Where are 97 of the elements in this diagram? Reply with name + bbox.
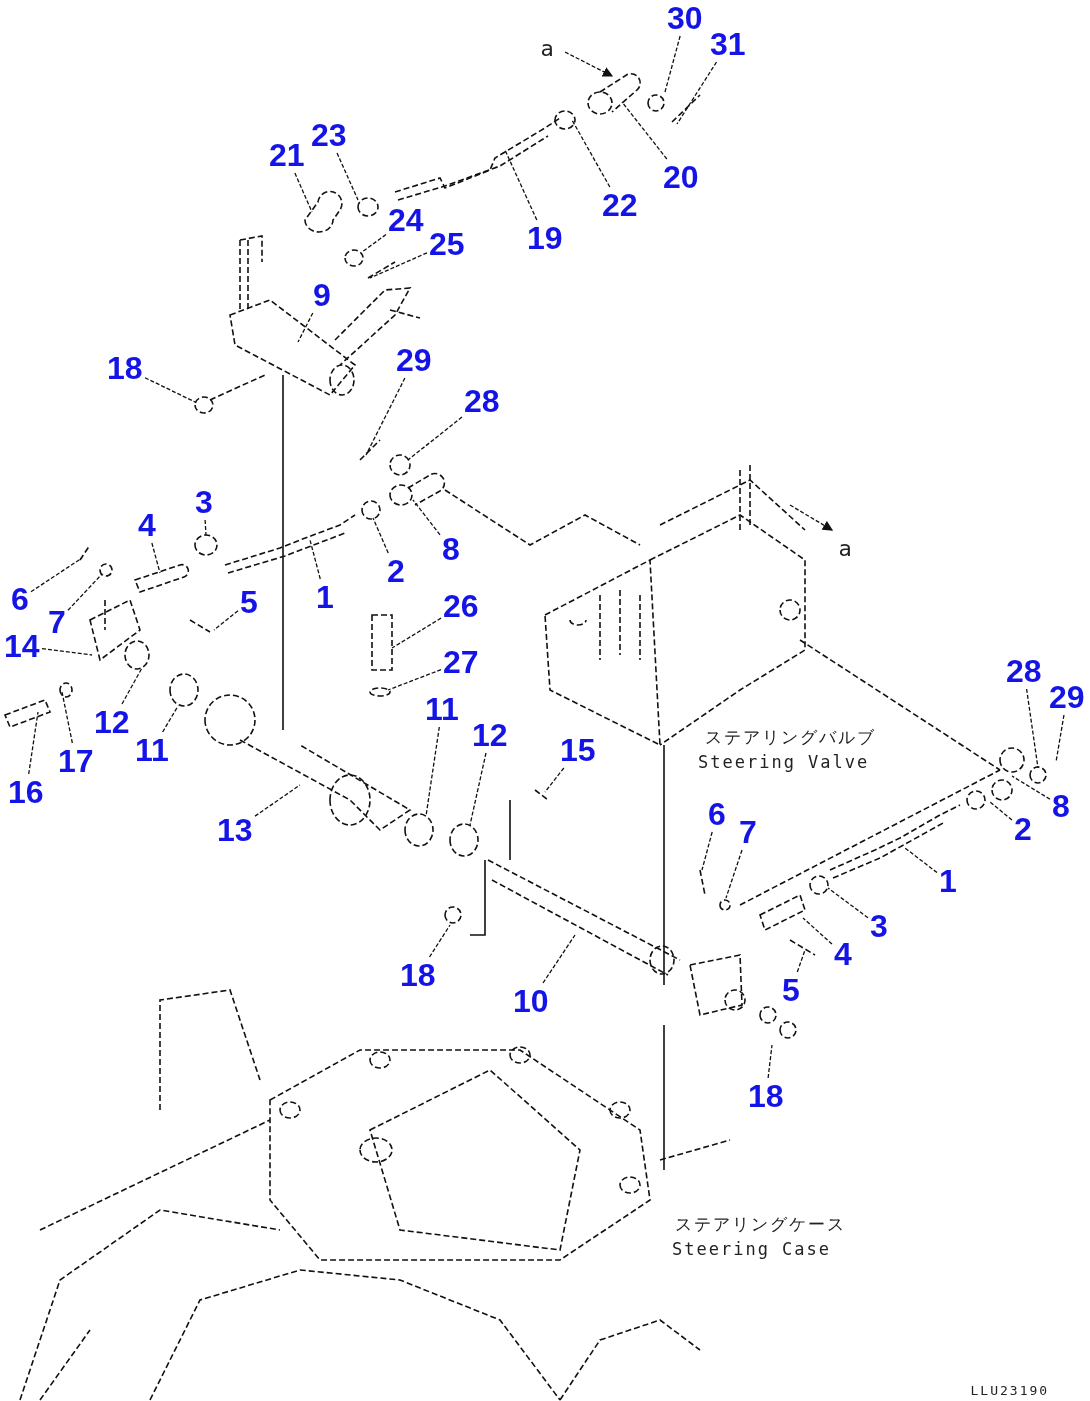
leader-line [542, 934, 576, 984]
leader-line [30, 557, 83, 593]
leader-line [369, 252, 428, 279]
callout-number: 25 [429, 228, 465, 260]
leader-line [151, 542, 161, 574]
callout-number: 30 [667, 2, 703, 34]
callout-number: 21 [269, 139, 305, 171]
callout-number: 1 [316, 581, 334, 613]
leader-line [254, 784, 301, 817]
leader-line [391, 617, 442, 649]
callout-number: 28 [1006, 655, 1042, 687]
leader-line [796, 949, 806, 973]
callout-number: 23 [311, 119, 347, 151]
leader-line [407, 416, 463, 461]
leader-line [144, 377, 196, 403]
leader-line [725, 849, 743, 899]
leader-line [621, 101, 668, 160]
callout-number: 3 [870, 910, 888, 942]
callout-number: 6 [11, 583, 29, 615]
leader-line [294, 172, 313, 213]
leader-line [309, 539, 321, 580]
callout-number: 17 [58, 745, 94, 777]
callout-number: 18 [400, 959, 436, 991]
part-name: ステアリングケース [675, 1214, 846, 1234]
leader-line [676, 61, 718, 125]
callout-number: 12 [94, 706, 130, 738]
leader-line [412, 499, 441, 536]
leader-line [372, 517, 389, 554]
leader-line [544, 767, 565, 793]
callout-number: 2 [387, 555, 405, 587]
leader-line [121, 667, 143, 705]
callout-number: 5 [240, 586, 258, 618]
leader-line [664, 35, 681, 93]
part-name: Steering Case [672, 1239, 832, 1259]
leader-line [571, 119, 611, 188]
leader-line [336, 152, 359, 201]
callout-number: 8 [442, 533, 460, 565]
callout-number: 11 [425, 693, 459, 725]
callout-number: 15 [560, 734, 596, 766]
callout-number: 29 [396, 344, 432, 376]
callout-number: 4 [834, 938, 852, 970]
callout-number: 27 [443, 646, 479, 678]
callout-number: 5 [782, 974, 800, 1006]
callout-number: 16 [8, 776, 44, 808]
callout-number: 1 [939, 865, 957, 897]
callout-number: 2 [1014, 813, 1032, 845]
callout-number: 26 [443, 590, 479, 622]
leader-line [28, 711, 39, 775]
leader-line [904, 847, 938, 874]
callout-number: 9 [313, 279, 331, 311]
leader-line [767, 1044, 773, 1079]
leader-line [425, 726, 440, 817]
leader-line [802, 917, 833, 945]
leader-line [827, 887, 869, 919]
leader-line [361, 233, 387, 253]
leader-line [297, 312, 314, 343]
leader-line [204, 519, 207, 536]
leader-line [365, 377, 406, 456]
callout-number: 20 [663, 161, 699, 193]
view-letter: a [838, 538, 854, 558]
callout-number: 7 [48, 606, 66, 638]
callout-number: 13 [217, 814, 253, 846]
leader-line [469, 752, 487, 826]
leader-line [989, 801, 1013, 821]
leader-line [387, 669, 442, 691]
callout-number: 6 [708, 798, 726, 830]
callout-number: 18 [107, 352, 143, 384]
leader-line [504, 149, 538, 221]
callout-number: 22 [602, 189, 638, 221]
callout-number: 8 [1052, 790, 1070, 822]
leader-line [213, 610, 239, 631]
callout-number: 31 [710, 28, 746, 60]
leader-line [162, 705, 179, 733]
callout-number: 18 [748, 1080, 784, 1112]
leader-line [701, 831, 713, 871]
leader-line [67, 573, 103, 611]
leader-line [1011, 775, 1051, 800]
leader-line [61, 691, 73, 744]
view-letter: a [540, 38, 556, 58]
callout-number: 24 [388, 204, 424, 236]
callout-number: 4 [138, 509, 156, 541]
callout-number: 11 [135, 734, 169, 766]
leader-line [1025, 688, 1039, 769]
callout-number: 10 [513, 985, 549, 1017]
leader-line [1055, 714, 1065, 763]
leader-line [41, 647, 93, 656]
callout-number: 19 [527, 222, 563, 254]
part-name: ステアリングバルブ [705, 727, 876, 747]
callout-number: 14 [4, 630, 40, 662]
part-name: Steering Valve [698, 752, 870, 772]
callout-number: 7 [739, 816, 757, 848]
drawing-number: LLU23190 [970, 1381, 1050, 1400]
callout-number: 28 [464, 385, 500, 417]
callout-number: 3 [195, 486, 213, 518]
callout-number: 12 [472, 719, 508, 751]
leader-line [428, 924, 451, 958]
callout-number: 29 [1049, 681, 1085, 713]
